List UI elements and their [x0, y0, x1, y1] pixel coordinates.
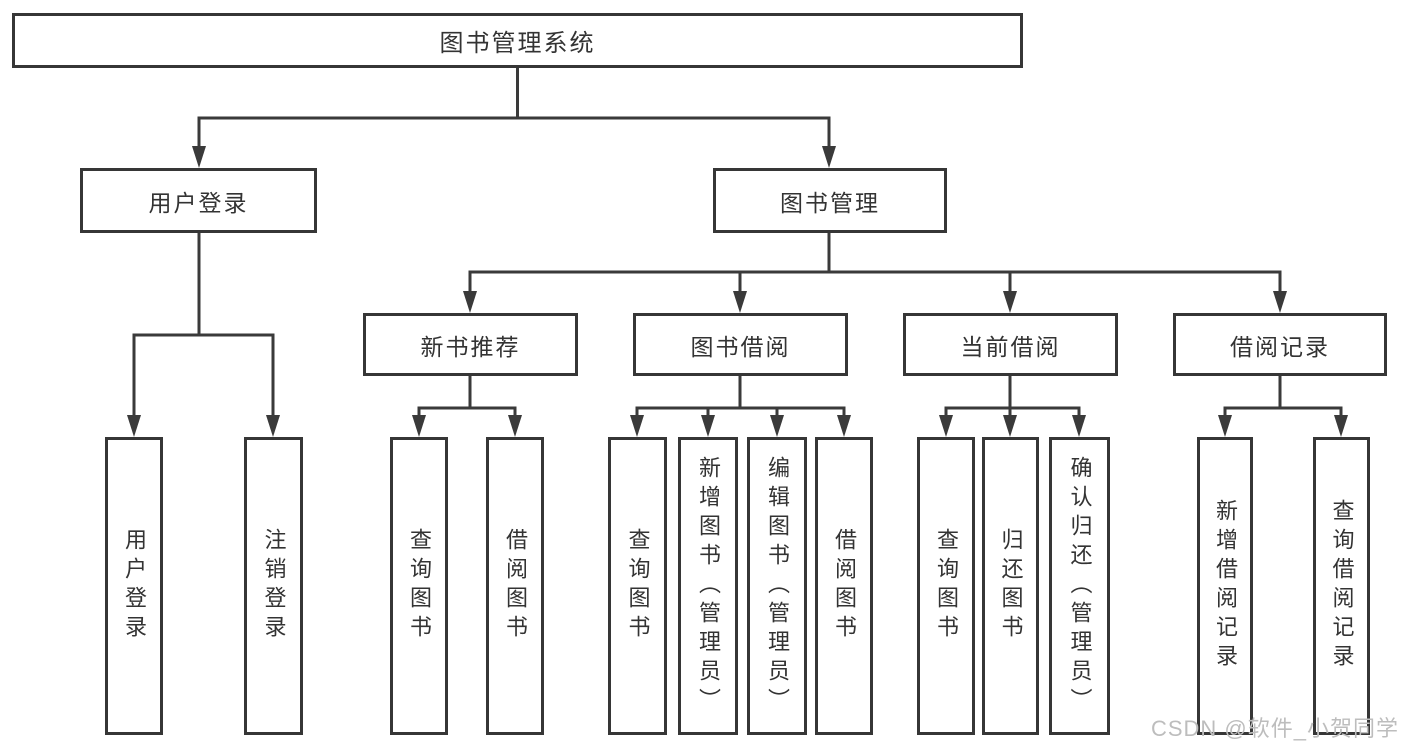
leaf-current-confirm-return-admin: 确认归还（管理员）: [1049, 437, 1110, 735]
node-library-system: 图书管理系统: [12, 13, 1023, 68]
node-borrowing-records: 借阅记录: [1173, 313, 1387, 376]
leaf-logout: 注销登录: [244, 437, 303, 735]
node-new-book-recommend: 新书推荐: [363, 313, 578, 376]
watermark-text: CSDN @软件_小贺同学: [1150, 716, 1399, 741]
leaf-records-query-borrow-record: 查询借阅记录: [1313, 437, 1370, 735]
leaf-newbook-query-books: 查询图书: [390, 437, 448, 735]
node-book-management: 图书管理: [713, 168, 947, 233]
node-current-borrowing: 当前借阅: [903, 313, 1118, 376]
node-book-borrowing: 图书借阅: [633, 313, 848, 376]
node-user-login: 用户登录: [80, 168, 317, 233]
leaf-borrow-edit-books-admin: 编辑图书（管理员）: [747, 437, 807, 735]
leaf-current-return-books: 归还图书: [982, 437, 1039, 735]
leaf-newbook-borrow-books: 借阅图书: [486, 437, 544, 735]
leaf-user-login: 用户登录: [105, 437, 163, 735]
leaf-borrow-borrow-books: 借阅图书: [815, 437, 873, 735]
leaf-records-add-borrow-record: 新增借阅记录: [1197, 437, 1253, 735]
leaf-borrow-add-books-admin: 新增图书（管理员）: [678, 437, 738, 735]
leaf-borrow-query-books: 查询图书: [608, 437, 667, 735]
leaf-current-query-books: 查询图书: [917, 437, 975, 735]
